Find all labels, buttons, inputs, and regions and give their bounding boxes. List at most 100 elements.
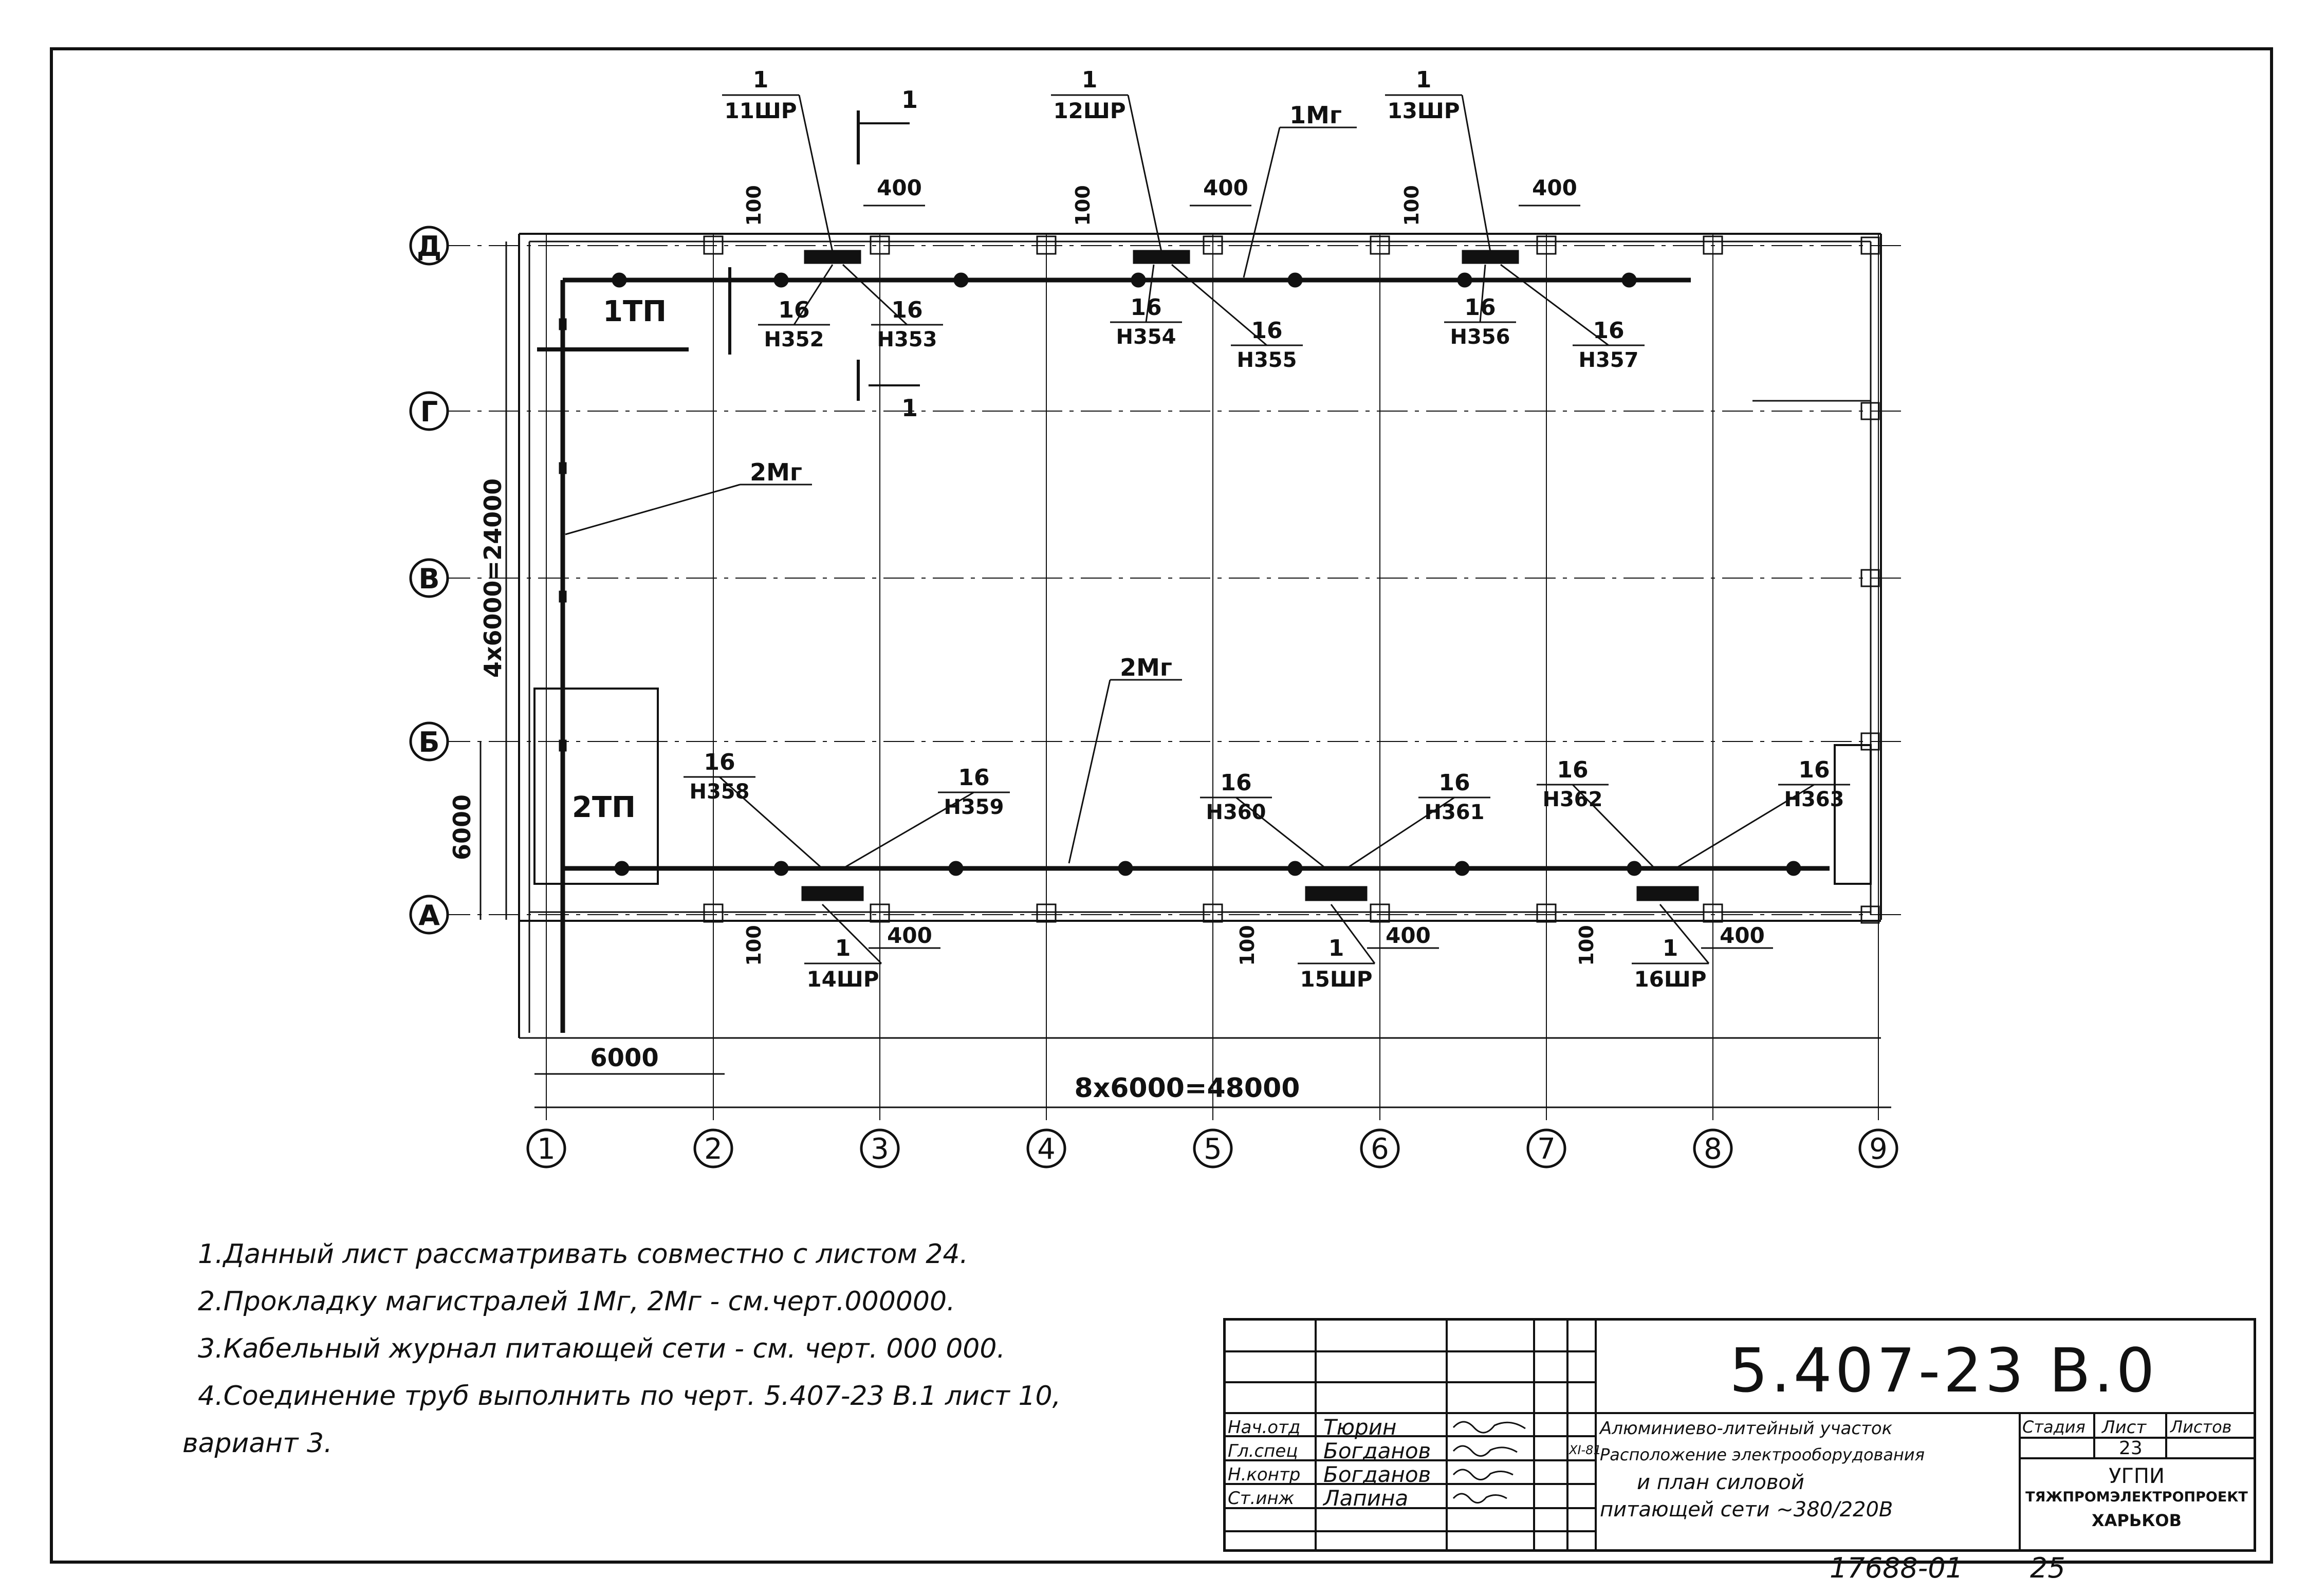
feeder-name-0: Н352 (764, 328, 824, 351)
feeder-leader (793, 264, 834, 325)
axis-bubble-row-Б (409, 721, 449, 762)
feeder-leader (842, 791, 974, 869)
feeder-num-3: 16 (1251, 318, 1282, 344)
name-nach-otd: Тюрин (1323, 1415, 1397, 1440)
cabinet-leader (1127, 95, 1162, 252)
title-line-2: Расположение электрооборудования (1600, 1445, 1925, 1464)
column-marker (1860, 905, 1880, 924)
trunk-support (773, 861, 789, 876)
feeder-name-5: Н357 (1579, 348, 1639, 372)
archive-number: 17688-01 (1830, 1552, 1963, 1584)
feeder-name-3: Н355 (1237, 348, 1297, 372)
trunk-support (559, 318, 567, 330)
feeder-leader (1346, 796, 1455, 869)
axis-bubble-col-3 (860, 1128, 900, 1168)
cabinet-name-4: 15ШР (1300, 967, 1372, 992)
axis-label-row-Д: Д (417, 230, 441, 263)
trunk-support (559, 462, 567, 474)
trunk-support (1118, 861, 1133, 876)
mains-2-label: 2Мг (750, 458, 802, 486)
trunk-support (948, 861, 964, 876)
axis-label-row-В: В (418, 563, 439, 595)
dim-vertical-bay: 6000 (448, 794, 476, 860)
org-line-2: ТЯЖПРОМЭЛЕКТРОПРОЕКТ (2025, 1489, 2248, 1505)
axis-label-col-1: 1 (537, 1133, 556, 1166)
role-nach-otd: Нач.отд (1228, 1417, 1301, 1438)
cabinet-num-2: 1 (1416, 67, 1432, 93)
trunk-support (559, 590, 567, 603)
axis-bubble-col-4 (1026, 1128, 1066, 1168)
note-3: 3.Кабельный журнал питающей сети - см. ч… (198, 1333, 1005, 1364)
note-4: 4.Соединение труб выполнить по черт. 5.4… (198, 1381, 1061, 1412)
org-line-3: ХАРЬКОВ (2091, 1511, 2182, 1530)
feeder-num-0: 16 (778, 297, 809, 323)
column-marker (1703, 903, 1723, 923)
cabinet-cab-11 (804, 250, 861, 264)
title-block-grid (1226, 1321, 2254, 1549)
title-line-3: и план силовой (1637, 1471, 1804, 1494)
cabinet-leader (1461, 95, 1491, 252)
axis-label-col-4: 4 (1037, 1133, 1056, 1166)
title-block: 5.407-23 В.0 Нач.отд Тюрин Гл.спец Богда… (1223, 1318, 2256, 1552)
feeder-name-11: Н363 (1784, 788, 1844, 811)
cabinet-leader (1330, 904, 1376, 964)
cabinet-name-0: 11ШР (724, 98, 797, 123)
trunk-support (1131, 272, 1146, 288)
feeder-num-9: 16 (1438, 770, 1470, 796)
axis-label-row-Г: Г (420, 396, 438, 428)
dim-vertical-total: 4x6000=24000 (479, 478, 507, 678)
offset-100-bottom: 100 (1575, 925, 1598, 966)
right-room (1834, 744, 1872, 885)
axis-label-row-А: А (418, 899, 440, 932)
column-marker (1036, 235, 1057, 255)
feeder-name-6: Н358 (690, 780, 750, 804)
trunk-support (1621, 272, 1637, 288)
axis-label-row-Б: Б (418, 726, 439, 758)
axis-bubble-col-9 (1858, 1128, 1898, 1168)
tp2-room (533, 688, 659, 885)
trunk-support (1457, 272, 1472, 288)
column-marker (870, 903, 890, 923)
column-marker (870, 235, 890, 255)
dim-horizontal-bay: 6000 (590, 1044, 659, 1072)
mains-1-leader (1243, 127, 1281, 278)
axis-bubble-col-7 (1526, 1128, 1566, 1168)
sheet-frame (50, 47, 2273, 1564)
stage-header: Стадия (2022, 1417, 2085, 1437)
section-label-bottom: 1 (901, 394, 918, 422)
axis-bubble-row-В (409, 558, 449, 598)
cabinet-num-1: 1 (1082, 67, 1098, 93)
offset-400-top: 400 (877, 175, 922, 200)
title-line-1: Алюминиево-литейный участок (1600, 1418, 1893, 1439)
feeder-leader (1235, 796, 1326, 869)
offset-100-bottom: 100 (743, 925, 765, 966)
axis-bubble-row-А (409, 895, 449, 935)
axis-label-col-9: 9 (1869, 1133, 1888, 1166)
feeder-leader (842, 264, 908, 326)
column-marker (1203, 235, 1223, 255)
note-5: вариант 3. (182, 1428, 333, 1459)
feeder-name-1: Н353 (877, 328, 937, 351)
footer-page: 25 (2030, 1552, 2065, 1584)
mains-2b-label: 2Мг (1120, 654, 1172, 681)
trunk-support (612, 272, 627, 288)
column-marker (1370, 235, 1390, 255)
offset-400-bottom: 400 (887, 923, 932, 948)
feeder-num-8: 16 (1220, 770, 1251, 796)
feeder-name-9: Н361 (1425, 801, 1485, 824)
dim-horizontal-total: 8x6000=48000 (1075, 1073, 1300, 1104)
sign-date: XI-81 (1569, 1443, 1601, 1457)
offset-100-top: 100 (1072, 185, 1094, 226)
axis-bubble-row-Д (409, 226, 449, 266)
feeder-num-5: 16 (1593, 318, 1624, 344)
feeder-num-1: 16 (891, 297, 922, 323)
cabinet-name-1: 12ШР (1053, 98, 1125, 123)
column-marker (703, 903, 724, 923)
feeder-name-7: Н359 (944, 795, 1004, 819)
feeder-num-2: 16 (1130, 294, 1161, 321)
sheet-header: Лист (2102, 1417, 2147, 1438)
cabinet-cab-15 (1305, 886, 1368, 901)
column-marker (1370, 903, 1390, 923)
